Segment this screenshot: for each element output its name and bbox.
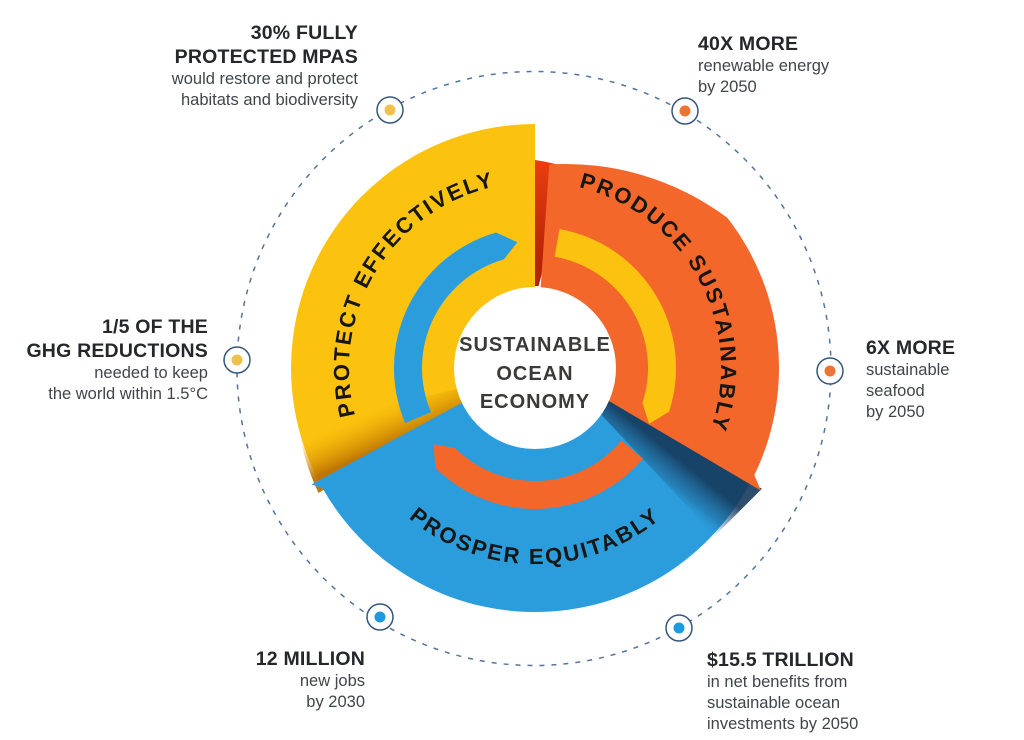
marker-net-benefits <box>665 614 693 642</box>
callout-body-line: would restore and protect <box>171 70 358 88</box>
callout-body-line: seafood <box>866 382 925 400</box>
callout-heading-line: 6X MORE <box>866 337 956 359</box>
callout-body-line: by 2050 <box>698 78 757 96</box>
callout-heading-line: 30% FULLY <box>250 22 358 44</box>
center-title-line1: SUSTAINABLE <box>459 334 611 356</box>
marker-dot-icon <box>374 611 386 623</box>
callout-heading-line: 12 MILLION <box>255 648 365 670</box>
marker-protected-mpas <box>376 96 404 124</box>
orbit-markers <box>223 96 844 642</box>
cycle-arrow-in-protect-icon <box>394 232 518 424</box>
callout-new-jobs: 12 MILLION new jobs by 2030 <box>163 647 365 713</box>
marker-dot-icon <box>673 622 685 634</box>
prosper-fold-shadow <box>600 399 762 536</box>
center-title-line2: OCEAN <box>496 363 573 385</box>
callout-heading-line: 40X MORE <box>698 33 799 55</box>
callout-protected-mpas: 30% FULLY PROTECTED MPAS would restore a… <box>118 21 358 111</box>
marker-renewable-energy <box>671 97 699 125</box>
marker-ghg-reductions <box>223 346 251 374</box>
center-hub <box>454 287 616 449</box>
marker-dot-icon <box>384 104 396 116</box>
callout-body-line: habitats and biodiversity <box>180 91 358 109</box>
callout-body-line: by 2050 <box>866 403 925 421</box>
marker-dot-icon <box>824 365 836 377</box>
callout-net-benefits: $15.5 TRILLION in net benefits from sust… <box>707 648 858 735</box>
callout-body-line: the world within 1.5°C <box>48 385 208 403</box>
callout-body-line: in net benefits from <box>707 673 848 691</box>
marker-new-jobs <box>366 603 394 631</box>
cycle-arrow-in-produce-icon <box>554 229 677 424</box>
callout-body-line: needed to keep <box>94 364 208 382</box>
cycle-arrow-in-prosper-icon <box>433 440 643 509</box>
marker-sustainable-seafood <box>816 357 844 385</box>
cycle-arrows <box>394 229 677 509</box>
callout-body-line: investments by 2050 <box>707 715 859 733</box>
callout-heading-line: GHG REDUCTIONS <box>26 340 208 362</box>
callout-body-line: renewable energy <box>698 57 830 75</box>
marker-dot-icon <box>679 105 691 117</box>
callout-body-line: by 2030 <box>306 693 365 711</box>
callout-heading-line: PROTECTED MPAS <box>174 46 358 68</box>
callout-body-line: sustainable <box>866 361 950 379</box>
callout-heading-line: $15.5 TRILLION <box>707 649 854 671</box>
center-title-line3: ECONOMY <box>480 391 590 413</box>
callout-body-line: sustainable ocean <box>707 694 841 712</box>
callout-renewable-energy: 40X MORE renewable energy by 2050 <box>698 32 829 98</box>
callout-body-line: new jobs <box>299 672 365 690</box>
callout-ghg-reductions: 1/5 OF THE GHG REDUCTIONS needed to keep… <box>0 315 208 405</box>
marker-dot-icon <box>231 354 243 366</box>
callout-sustainable-seafood: 6X MORE sustainable seafood by 2050 <box>866 336 955 423</box>
callout-heading-line: 1/5 OF THE <box>101 316 208 338</box>
